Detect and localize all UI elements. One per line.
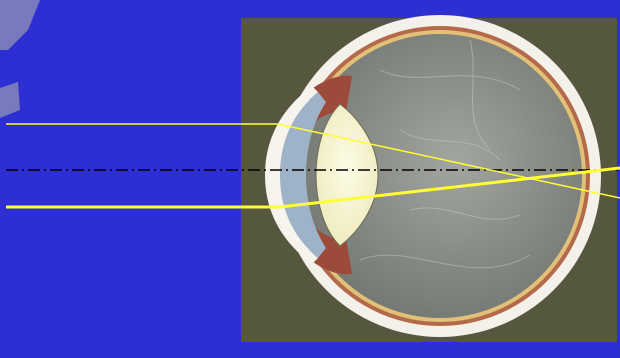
decorative-shape-mid bbox=[0, 82, 20, 118]
decorative-shape-top bbox=[0, 0, 40, 50]
